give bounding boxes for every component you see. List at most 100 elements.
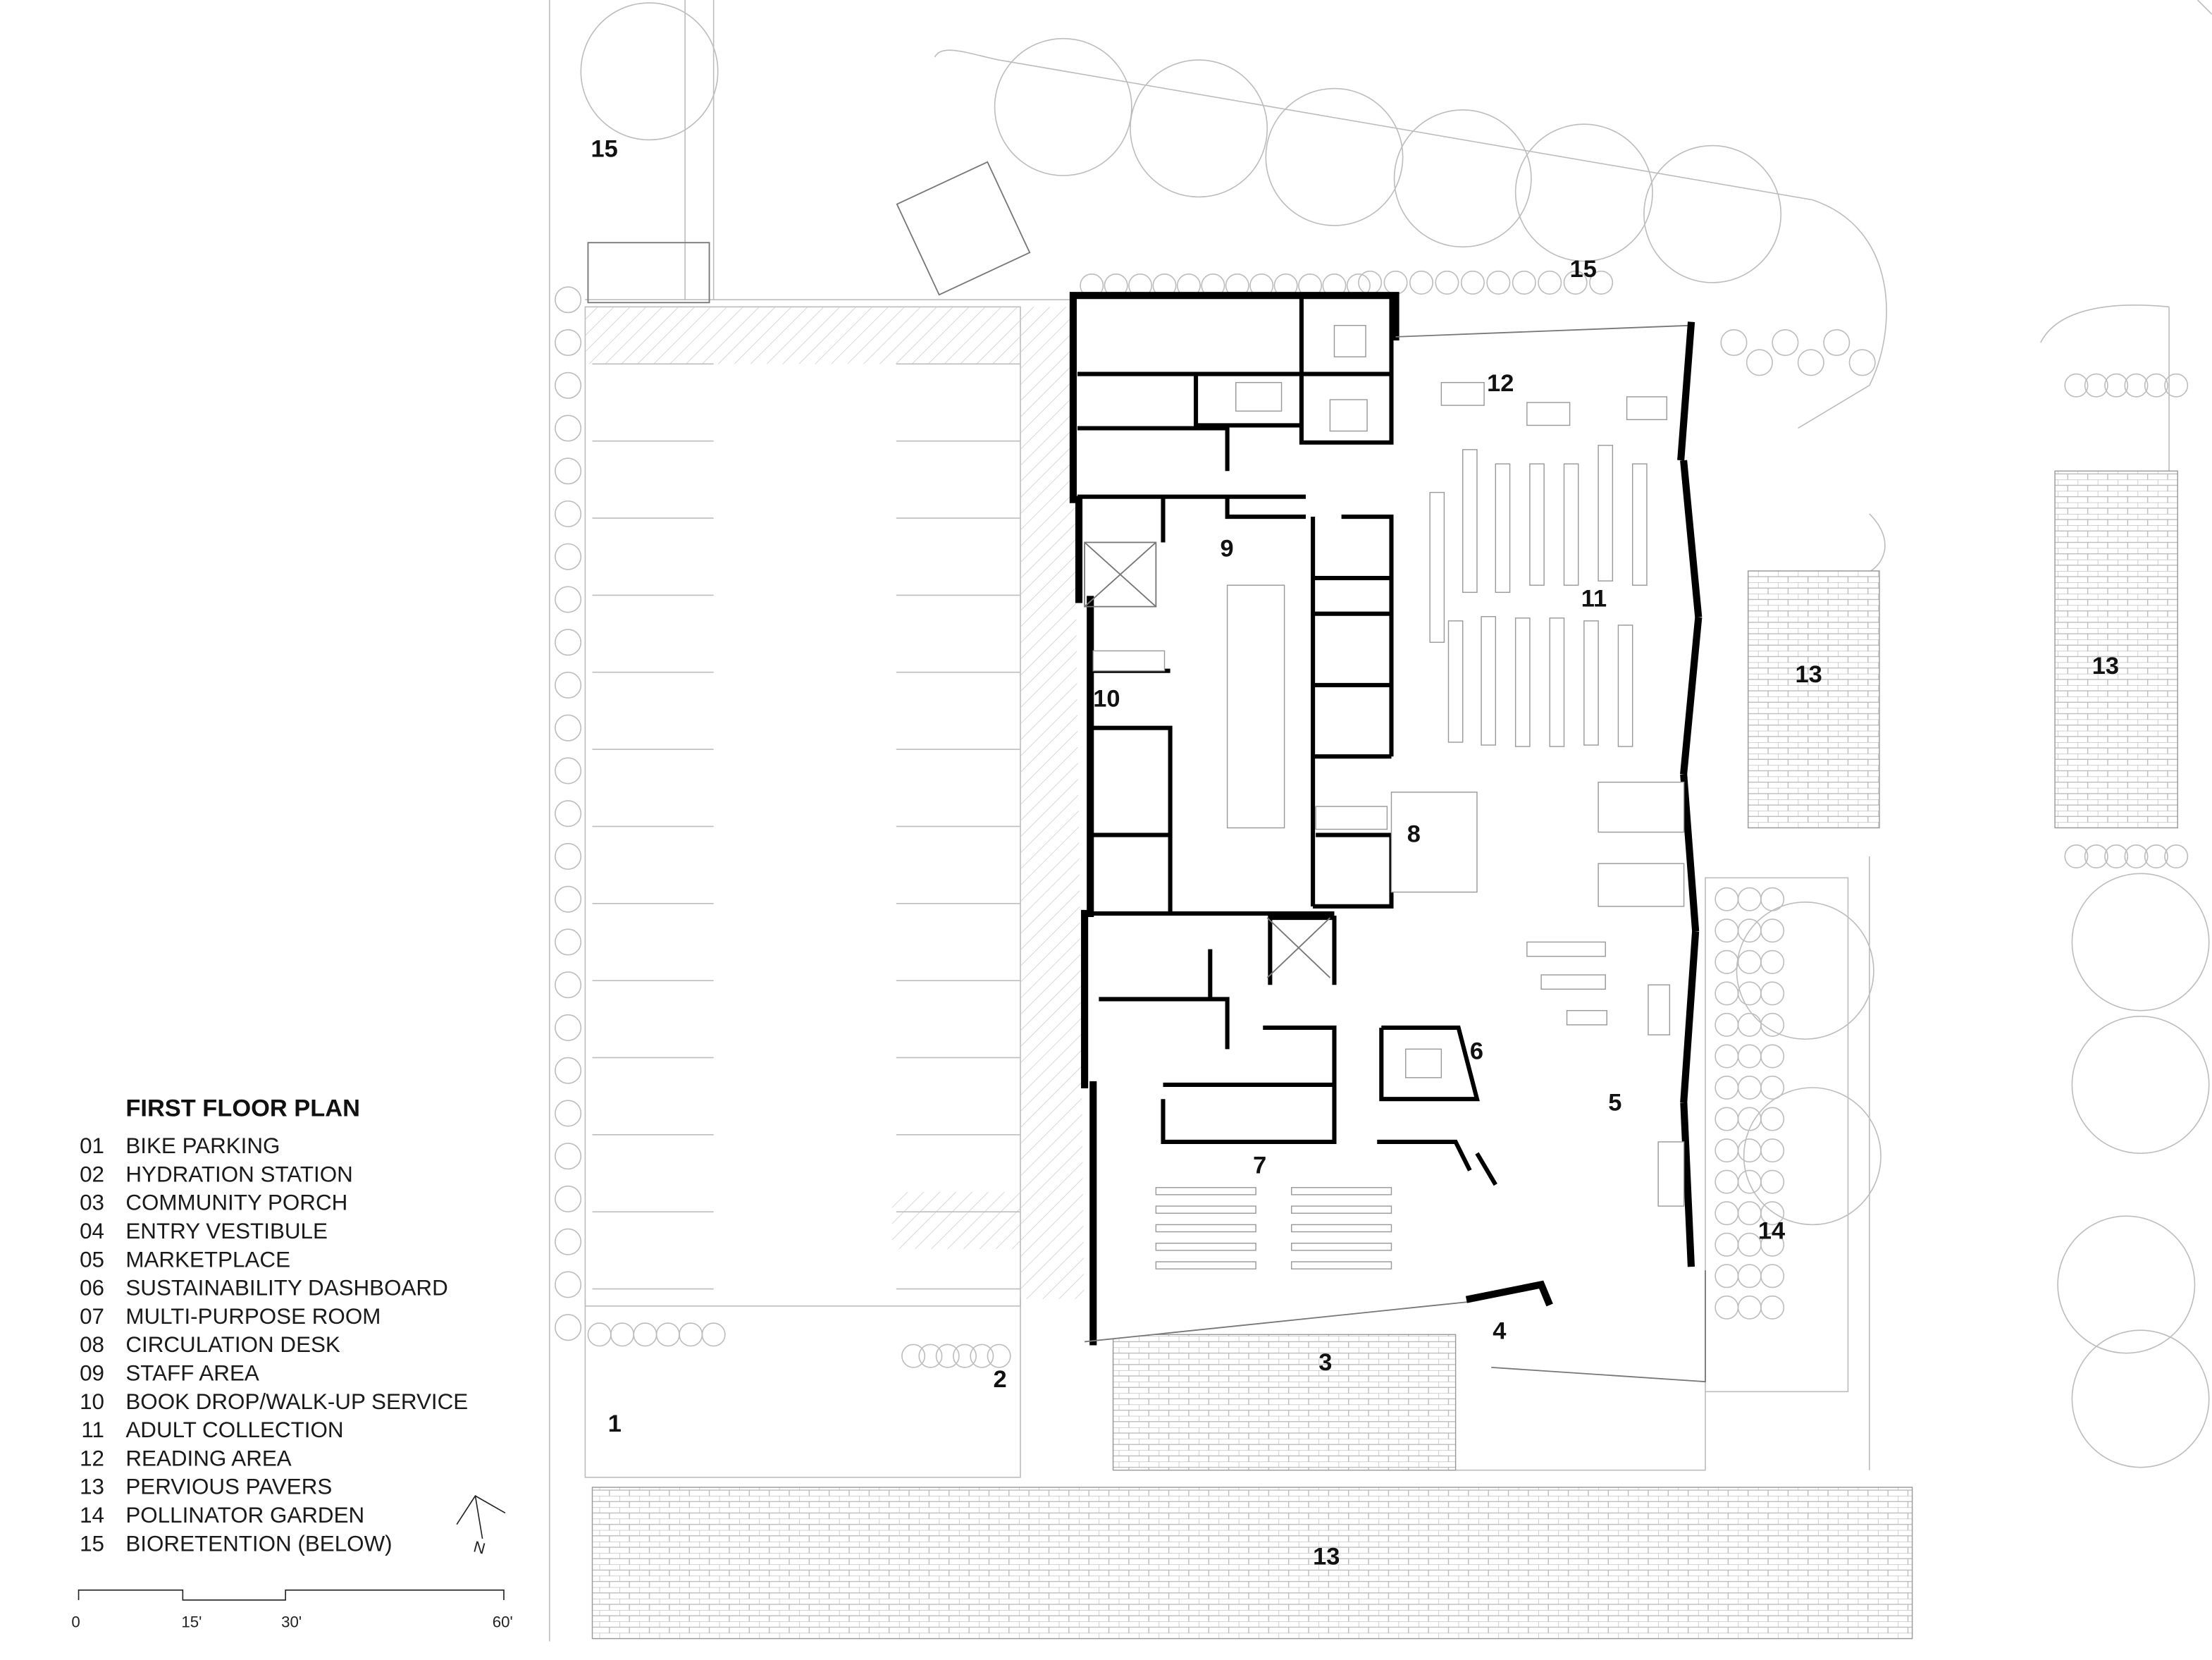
- seat-row: [1291, 1224, 1392, 1233]
- label-15-north: 15: [1570, 256, 1597, 283]
- label-12: 12: [1487, 370, 1514, 397]
- legend-label: PERVIOUS PAVERS: [125, 1475, 332, 1499]
- shrub: [555, 928, 582, 956]
- shrub: [1760, 1169, 1785, 1194]
- shrub: [2124, 844, 2149, 868]
- hatched-walkway-south: [891, 1191, 1021, 1249]
- exterior-wall: [1069, 292, 1400, 1346]
- seat-row: [1155, 1261, 1256, 1269]
- legend-number: 10: [80, 1389, 104, 1414]
- book-shelf: [1563, 463, 1579, 586]
- label-13-far-east: 13: [2092, 653, 2119, 680]
- shrub: [901, 1344, 926, 1368]
- book-shelf: [1462, 449, 1478, 594]
- legend-number: 06: [80, 1276, 104, 1301]
- shrub: [555, 757, 582, 785]
- shrub: [2064, 373, 2089, 398]
- shrub: [1760, 1232, 1785, 1257]
- legend-number: 08: [80, 1332, 104, 1357]
- shrub: [987, 1344, 1011, 1368]
- pollinator-garden-bed: [1705, 877, 1849, 1393]
- shrub: [679, 1322, 703, 1347]
- legend-label: COMMUNITY PORCH: [125, 1191, 347, 1215]
- tree-canopy: [2071, 1329, 2210, 1468]
- shrub: [1486, 270, 1511, 295]
- pervious-pavers-east: [1748, 570, 1880, 829]
- label-13-south: 13: [1313, 1543, 1340, 1570]
- shrub: [970, 1344, 994, 1368]
- legend-number: 13: [80, 1475, 104, 1499]
- shrub: [1714, 1264, 1739, 1289]
- legend-number: 07: [80, 1304, 104, 1329]
- scale-bar-line: [78, 1589, 505, 1601]
- seat-row: [1155, 1224, 1256, 1233]
- hatched-walkway-north: [585, 307, 1073, 364]
- shrub: [587, 1322, 612, 1347]
- shrub: [555, 800, 582, 828]
- trees: [555, 2, 2210, 1468]
- shrub: [1714, 1012, 1739, 1037]
- shrub: [1383, 270, 1408, 295]
- label-3: 3: [1318, 1349, 1332, 1376]
- shrub: [555, 543, 582, 570]
- shrub: [1737, 949, 1762, 974]
- hatched-walkway-west: [1020, 364, 1085, 1299]
- legend-number: 12: [80, 1446, 104, 1470]
- adult-collection-shelving: [1429, 445, 1648, 747]
- tree-canopy: [2057, 1215, 2196, 1354]
- legend-label: HYDRATION STATION: [125, 1162, 352, 1186]
- shrub: [1714, 981, 1739, 1006]
- shrub: [555, 1014, 582, 1041]
- label-13-east: 13: [1796, 661, 1822, 688]
- shrub: [2164, 373, 2189, 398]
- shrub: [1714, 949, 1739, 974]
- seat-row: [1291, 1261, 1392, 1269]
- shrub: [2164, 844, 2189, 868]
- shrub: [555, 586, 582, 613]
- book-shelf: [1481, 616, 1497, 746]
- pavilion: [896, 161, 1031, 296]
- book-shelf: [1495, 463, 1511, 594]
- multipurpose-room-seating: [1155, 1187, 1392, 1269]
- book-shelf: [1617, 625, 1633, 747]
- shrub: [2144, 844, 2168, 868]
- shrub: [1760, 1012, 1785, 1037]
- shrub: [555, 842, 582, 870]
- tree-canopy: [580, 2, 719, 141]
- shrub: [1760, 1075, 1785, 1100]
- shrub: [555, 371, 582, 399]
- shrub: [1760, 1201, 1785, 1226]
- label-14: 14: [1758, 1218, 1785, 1245]
- tree-canopy: [2071, 873, 2210, 1012]
- shrub: [1714, 887, 1739, 911]
- shrub: [1589, 270, 1614, 295]
- book-shelf: [1549, 617, 1565, 747]
- scale-tick-15: 15': [181, 1613, 202, 1630]
- shrub: [1760, 1044, 1785, 1069]
- label-5: 5: [1608, 1089, 1621, 1116]
- shrub: [555, 414, 582, 442]
- shrub: [1538, 270, 1562, 295]
- tree-canopy: [1643, 145, 1782, 283]
- curtain-wall-north: [1395, 324, 1691, 338]
- seat-row: [1291, 1187, 1392, 1195]
- tree-canopy: [994, 37, 1132, 176]
- entry-vestibule-wall: [1465, 1280, 1553, 1307]
- shrub: [2084, 373, 2108, 398]
- shrub: [1737, 1264, 1762, 1289]
- label-15-northwest: 15: [591, 136, 617, 163]
- shrub: [1760, 1138, 1785, 1163]
- pervious-pavers-far-east: [2054, 470, 2178, 829]
- shrub: [633, 1322, 657, 1347]
- legend-number: 09: [80, 1361, 104, 1386]
- shrub: [1737, 887, 1762, 911]
- legend-number: 04: [80, 1219, 104, 1243]
- legend-number: 14: [80, 1503, 104, 1527]
- shrub: [935, 1344, 960, 1368]
- shrub: [1760, 949, 1785, 974]
- shrub: [2104, 844, 2129, 868]
- shrub: [555, 885, 582, 913]
- shrub: [1714, 918, 1739, 943]
- scale-tick-0: 0: [71, 1613, 80, 1630]
- legend-label: CIRCULATION DESK: [125, 1332, 340, 1357]
